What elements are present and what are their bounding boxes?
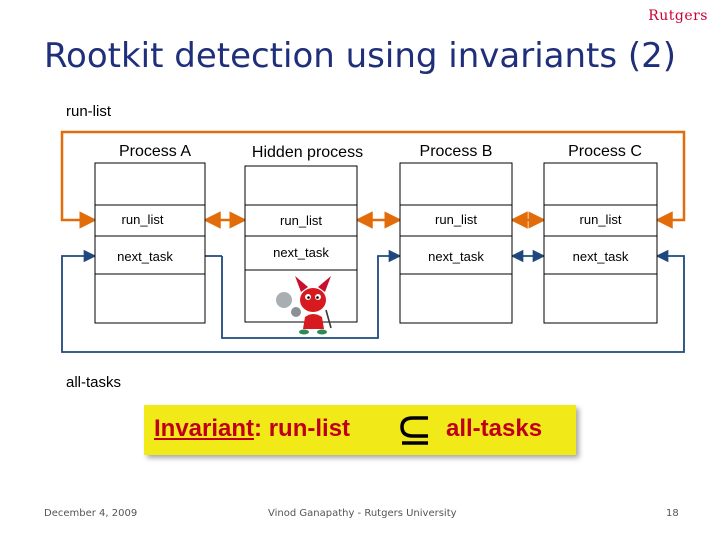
all-tasks-label: all-tasks xyxy=(66,374,122,391)
hidden-process-run-list: run_list xyxy=(280,213,322,228)
invariant-statement: Invariant: run-list xyxy=(154,415,351,442)
process-a-next-task: next_task xyxy=(117,249,173,264)
rutgers-logo: Rutgers xyxy=(648,8,708,24)
process-c-title: Process C xyxy=(568,143,642,160)
run-list-label: run-list xyxy=(66,103,112,120)
process-a-run-list: run_list xyxy=(121,212,164,227)
process-c-struct xyxy=(543,162,658,324)
daemon-mascot-icon xyxy=(276,276,332,335)
process-c-next-task: next_task xyxy=(572,249,629,264)
hidden-process-title: Hidden process xyxy=(251,144,364,161)
run-list-ring xyxy=(60,130,686,229)
invariant-lhs: run-list xyxy=(268,415,351,442)
process-b-struct xyxy=(399,162,513,324)
invariant-rhs: all-tasks xyxy=(446,415,543,442)
process-c-run-list: run_list xyxy=(579,212,622,227)
invariant-label: Invariant xyxy=(154,415,255,442)
subset-or-equal-icon xyxy=(400,416,428,445)
process-b-next-task: next_task xyxy=(428,249,484,264)
slide-title: Rootkit detection using invariants (2) xyxy=(43,36,677,76)
invariant-box: Invariant: run-list all-tasks xyxy=(144,405,576,455)
hidden-process-next-task: next_task xyxy=(273,245,329,260)
footer-author: Vinod Ganapathy - Rutgers University xyxy=(268,508,457,519)
all-tasks-bypass-link xyxy=(221,249,402,339)
process-a-struct xyxy=(94,162,206,324)
process-a-title: Process A xyxy=(118,143,192,160)
process-b-title: Process B xyxy=(419,143,493,160)
footer-page-number: 18 xyxy=(666,508,679,519)
process-b-run-list: run_list xyxy=(435,212,477,227)
footer-date: December 4, 2009 xyxy=(44,508,138,519)
all-tasks-ring xyxy=(61,249,685,353)
